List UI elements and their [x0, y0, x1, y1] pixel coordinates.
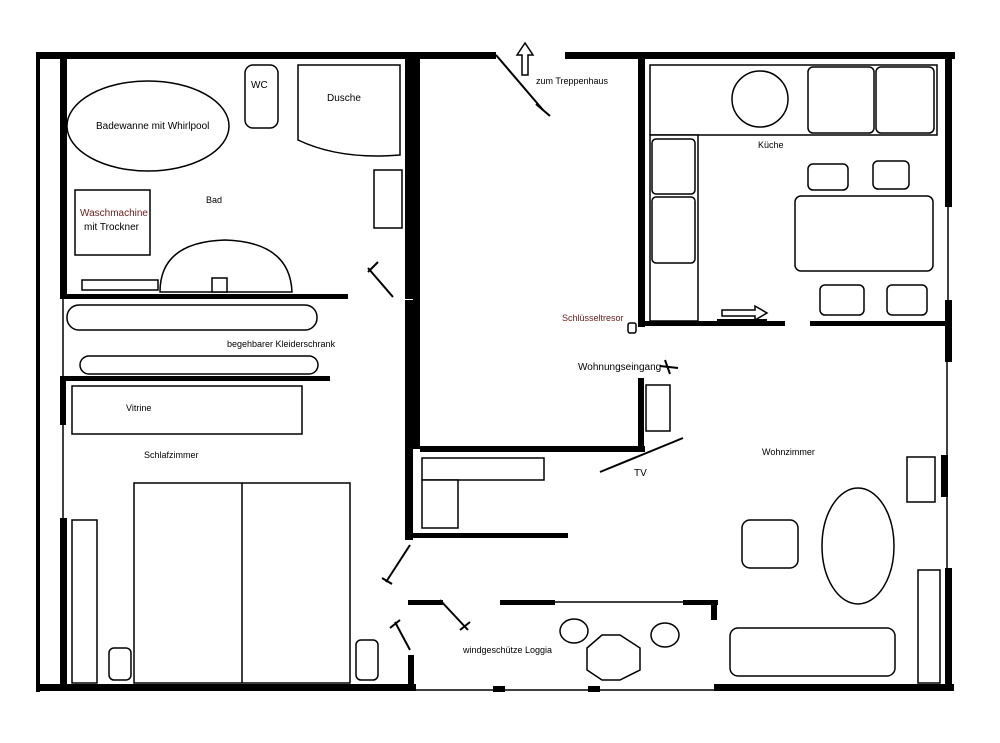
doors	[367, 54, 684, 651]
label-bath: Bad	[206, 195, 222, 205]
stove	[731, 70, 789, 128]
room-labels: Badewanne mit Whirlpool WC Dusche Bad Wa…	[80, 76, 815, 655]
sink-left	[807, 66, 875, 134]
loggia-chair-1	[559, 618, 589, 644]
interior-walls	[60, 59, 950, 691]
label-loggia: windgeschütze Loggia	[462, 645, 552, 655]
label-wc: WC	[251, 80, 268, 91]
window-lines	[62, 207, 949, 691]
loggia-chair-2	[650, 622, 680, 648]
armchair	[741, 519, 799, 569]
label-entrance: Wohnungseingang	[578, 362, 661, 373]
hallway	[421, 322, 671, 529]
label-wardrobe: begehbarer Kleiderschrank	[227, 339, 336, 349]
sofa	[729, 627, 896, 677]
bedroom-side-shelf	[71, 519, 98, 684]
vitrine-cabinet	[71, 385, 303, 435]
bath-shelf	[81, 279, 159, 291]
label-tv: TV	[634, 468, 647, 479]
label-key-safe: Schlüsseltresor	[562, 313, 624, 323]
sink-counter	[159, 239, 293, 293]
hall-cabinet	[421, 479, 459, 529]
label-stairwell: zum Treppenhaus	[536, 76, 609, 86]
living-room	[729, 456, 941, 684]
label-washer-line1: Waschmachine	[80, 208, 148, 219]
faucet	[211, 277, 228, 293]
kitchen-chair-1	[807, 163, 849, 191]
label-kitchen: Küche	[758, 140, 784, 150]
bathtub	[66, 80, 230, 172]
sliding-door-arrow-icon	[721, 304, 769, 322]
label-washer-line2: mit Trockner	[84, 222, 140, 233]
washing-machine	[74, 189, 151, 256]
loggia	[559, 618, 680, 681]
bath-cabinet	[373, 169, 403, 229]
outer-walls	[36, 52, 955, 692]
stairwell-arrow-icon	[515, 41, 535, 76]
kitchen-chair-3	[819, 284, 865, 316]
nightstand-right	[355, 639, 379, 681]
label-shower: Dusche	[327, 93, 361, 104]
wardrobe-rail-upper	[66, 304, 318, 331]
label-living: Wohnzimmer	[762, 447, 815, 457]
loggia-table	[586, 634, 641, 681]
wardrobe-rail-lower	[79, 355, 319, 375]
key-safe-icon	[627, 322, 637, 334]
wardrobe-area	[66, 304, 319, 375]
loggia-wall-marks	[493, 686, 600, 692]
living-shelf	[906, 456, 936, 503]
nightstand-left	[108, 647, 132, 681]
kitchen-table	[794, 195, 934, 272]
counter-unit-1	[651, 138, 696, 195]
shower-tray	[297, 64, 401, 157]
wc-toilet	[244, 64, 279, 129]
label-bathtub: Badewanne mit Whirlpool	[96, 121, 209, 132]
bedroom	[71, 385, 379, 684]
living-side-shelf	[917, 569, 941, 684]
kitchen-chair-2	[872, 160, 910, 190]
coffee-table	[821, 487, 895, 605]
counter-unit-2	[651, 196, 696, 264]
label-bedroom: Schlafzimmer	[144, 450, 199, 460]
hall-shelf	[421, 457, 545, 481]
entrance-cabinet	[645, 384, 671, 432]
sink-right	[875, 66, 935, 134]
bathroom	[66, 64, 403, 293]
label-vitrine: Vitrine	[126, 403, 151, 413]
kitchen-chair-4	[886, 284, 928, 316]
kitchen	[649, 64, 938, 322]
